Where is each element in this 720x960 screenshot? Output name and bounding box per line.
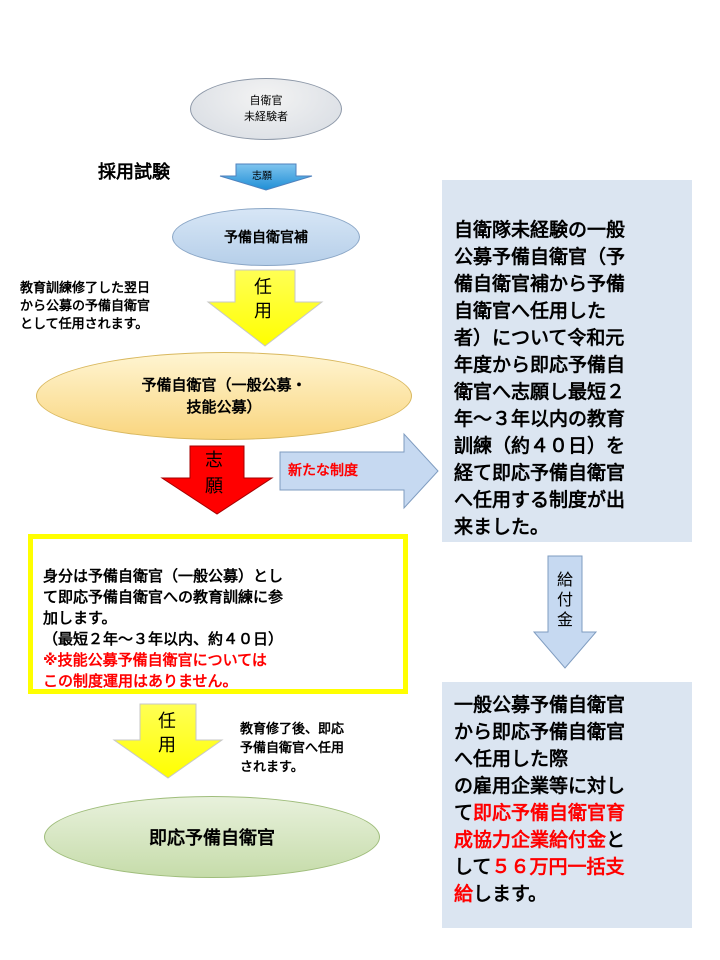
benefit-info-part4: ５６万円一括支 給 <box>454 856 625 905</box>
node-no-experience: 自衛官 未経験者 <box>190 78 342 140</box>
benefit-info-box: 一般公募予備自衛官 から即応予備自衛官 へ任用した際 の雇用企業等に対し て即応… <box>442 682 692 928</box>
new-system-arrow <box>279 432 439 510</box>
participation-note: ※技能公募予備自衛官については この制度運用はありません。 <box>43 651 267 690</box>
appoint-arrow-2 <box>112 703 224 779</box>
appoint-arrow-1 <box>206 269 324 347</box>
node-reserve-general-label: 予備自衛官（一般公募・ 技能公募） <box>141 376 307 416</box>
apply-small-label: 志願 <box>252 171 272 182</box>
new-system-info-text: 自衛隊未経験の一般 公募予備自衛官（予 備自衛官補から予備 自衛官へ任用した 者… <box>454 219 626 538</box>
node-candidate: 予備自衛官補 <box>172 208 360 266</box>
benefit-label: 給 付 金 <box>557 570 574 629</box>
benefit-info-part3: と して <box>454 829 626 878</box>
benefit-info-part2: 即応予備自衛官育 成協力企業給付金 <box>454 802 626 851</box>
node-reserve-general: 予備自衛官（一般公募・ 技能公募） <box>36 352 412 440</box>
after-training-note: 教育修了後、即応 予備自衛官へ任用 されます。 <box>240 722 345 775</box>
benefit-info-part1: 一般公募予備自衛官 から即応予備自衛官 へ任用した際 の雇用企業等に対し て <box>454 694 626 824</box>
node-ready-reserve: 即応予備自衛官 <box>44 796 380 878</box>
participation-box: 身分は予備自衛官（一般公募）とし て即応予備自衛官への教育訓練に参 加します。 … <box>28 534 408 694</box>
apply-small-arrow <box>219 163 313 191</box>
apply-big-arrow <box>160 445 274 515</box>
benefit-info-part5: します。 <box>473 883 548 905</box>
appoint-label-2: 任 用 <box>158 711 176 756</box>
apply-big-label: 志 願 <box>205 450 223 497</box>
new-system-label: 新たな制度 <box>288 463 358 479</box>
recruit-exam-label: 採用試験 <box>98 162 170 183</box>
node-no-experience-label: 自衛官 未経験者 <box>244 94 288 123</box>
new-system-info-box: 自衛隊未経験の一般 公募予備自衛官（予 備自衛官補から予備 自衛官へ任用した 者… <box>442 180 692 542</box>
participation-text: 身分は予備自衛官（一般公募）とし て即応予備自衛官への教育訓練に参 加します。 … <box>43 567 284 648</box>
node-candidate-label: 予備自衛官補 <box>224 230 308 246</box>
training-done-note: 教育訓練修了した翌日 から公募の予備自衛官 として任用されます。 <box>20 281 151 332</box>
appoint-label-1: 任 用 <box>254 277 272 322</box>
benefit-arrow <box>532 555 598 669</box>
node-ready-reserve-label: 即応予備自衛官 <box>149 828 275 849</box>
